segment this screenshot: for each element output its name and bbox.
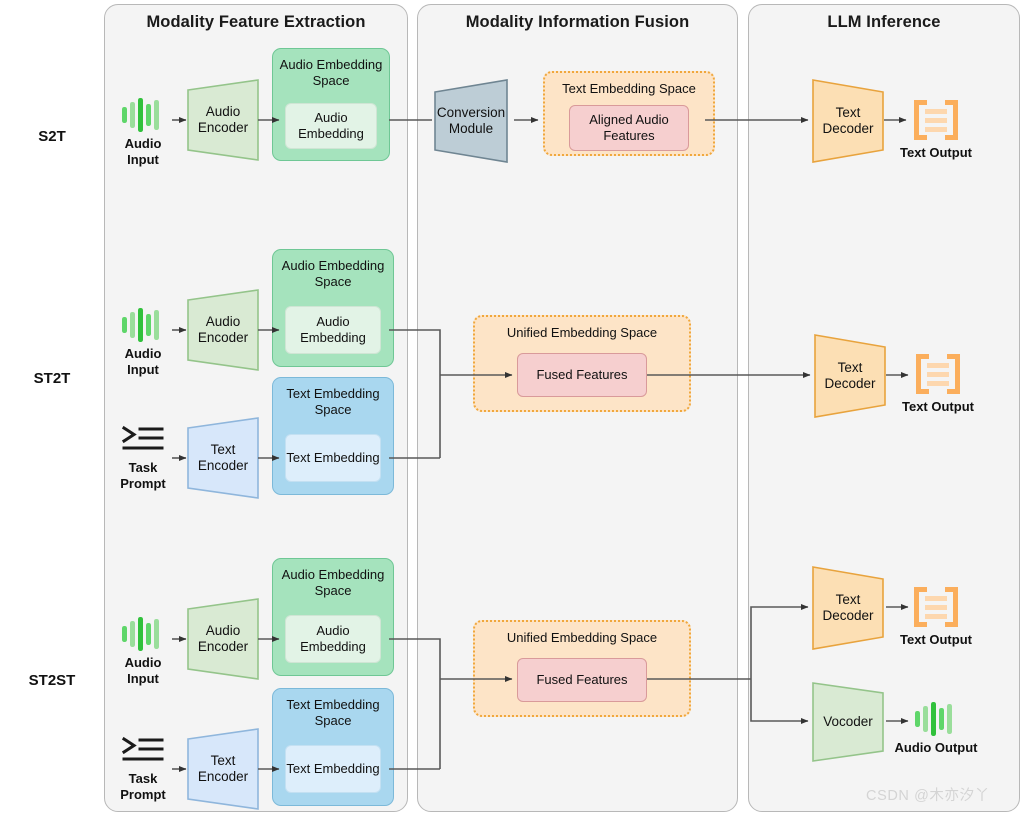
text-embedding-label-st2st: Text Embedding bbox=[286, 761, 380, 777]
text-decoder-s2t[interactable]: Text Decoder bbox=[811, 78, 885, 164]
conversion-module-label: Conversion Module bbox=[436, 104, 506, 136]
task-prompt-icon-group-st2t: Task Prompt bbox=[112, 424, 174, 491]
trapezoid-shape bbox=[187, 417, 259, 499]
text-encoder-st2st[interactable]: Text Encoder bbox=[186, 727, 260, 811]
text-output-label-st2st: Text Output bbox=[900, 632, 972, 647]
row-label-s2t: S2T bbox=[38, 128, 66, 145]
trapezoid-shape bbox=[187, 728, 259, 810]
row-label-st2st: ST2ST bbox=[28, 672, 76, 689]
audio-encoder-label-s2t: Audio Encoder bbox=[197, 103, 249, 135]
task-prompt-icon-group-st2st: Task Prompt bbox=[112, 735, 174, 802]
audio-embedding-space-title-st2t: Audio Embedding Space bbox=[281, 258, 385, 289]
text-encoder-st2t[interactable]: Text Encoder bbox=[186, 416, 260, 500]
audio-encoder-s2t[interactable]: Audio Encoder bbox=[186, 78, 260, 162]
task-prompt-label-st2st: Task Prompt bbox=[120, 771, 166, 802]
watermark: CSDN @木亦汐丫 bbox=[866, 788, 990, 804]
fused-features-box-st2t[interactable]: Fused Features bbox=[517, 353, 647, 397]
aligned-audio-features-label: Aligned Audio Features bbox=[589, 112, 669, 143]
audio-embedding-space-st2st: Audio Embedding Space Audio Embedding bbox=[272, 558, 394, 676]
text-output-icon-group-s2t: Text Output bbox=[892, 99, 980, 161]
text-embedding-space-title-s2t: Text Embedding Space bbox=[562, 81, 696, 96]
audio-waveform-icon bbox=[122, 98, 159, 132]
audio-embedding-box-st2t[interactable]: Audio Embedding bbox=[285, 306, 381, 354]
trapezoid-shape bbox=[187, 598, 259, 680]
panel-title-information-fusion: Modality Information Fusion bbox=[465, 13, 690, 31]
text-document-icon bbox=[916, 354, 960, 394]
audio-input-label-st2st: Audio Input bbox=[124, 655, 162, 686]
task-prompt-label-st2t: Task Prompt bbox=[120, 460, 166, 491]
text-embedding-box-st2t[interactable]: Text Embedding bbox=[285, 434, 381, 482]
audio-output-icon-group-st2st: Audio Output bbox=[892, 702, 980, 756]
fused-features-label-st2t: Fused Features bbox=[536, 367, 628, 383]
text-embedding-box-st2st[interactable]: Text Embedding bbox=[285, 745, 381, 793]
trapezoid-shape bbox=[187, 79, 259, 161]
audio-embedding-space-title-s2t: Audio Embedding Space bbox=[279, 57, 383, 88]
text-document-icon bbox=[914, 587, 958, 627]
text-embedding-space-title-st2st: Text Embedding Space bbox=[286, 697, 380, 728]
row-label-st2t: ST2T bbox=[33, 370, 71, 387]
text-decoder-label-st2st: Text Decoder bbox=[822, 591, 874, 623]
fused-features-label-st2st: Fused Features bbox=[536, 672, 628, 688]
text-output-label-st2t: Text Output bbox=[902, 399, 974, 414]
audio-embedding-box-s2t[interactable]: Audio Embedding bbox=[285, 103, 377, 149]
audio-encoder-st2t[interactable]: Audio Encoder bbox=[186, 288, 260, 372]
audio-embedding-space-st2t: Audio Embedding Space Audio Embedding bbox=[272, 249, 394, 367]
fused-features-box-st2st[interactable]: Fused Features bbox=[517, 658, 647, 702]
trapezoid-shape bbox=[812, 682, 884, 762]
trapezoid-shape bbox=[434, 79, 508, 163]
text-output-icon-group-st2t: Text Output bbox=[894, 353, 982, 415]
text-decoder-label-st2t: Text Decoder bbox=[824, 359, 876, 391]
trapezoid-shape bbox=[187, 289, 259, 371]
text-encoder-label-st2t: Text Encoder bbox=[197, 441, 249, 473]
text-encoder-label-st2st: Text Encoder bbox=[197, 752, 249, 784]
text-decoder-label-s2t: Text Decoder bbox=[822, 104, 874, 136]
text-decoder-st2t[interactable]: Text Decoder bbox=[813, 333, 887, 419]
text-embedding-space-title-st2t: Text Embedding Space bbox=[286, 386, 380, 417]
unified-embedding-space-st2t: Unified Embedding Space Fused Features bbox=[473, 315, 691, 412]
audio-embedding-space-title-st2st: Audio Embedding Space bbox=[281, 567, 385, 598]
audio-input-icon-group-st2t: Audio Input bbox=[112, 308, 174, 377]
text-embedding-label-st2t: Text Embedding bbox=[286, 450, 380, 466]
audio-input-icon-group-s2t: Audio Input bbox=[112, 98, 174, 167]
panel-title-feature-extraction: Modality Feature Extraction bbox=[146, 13, 366, 31]
task-prompt-icon bbox=[121, 736, 164, 761]
unified-embedding-space-st2st: Unified Embedding Space Fused Features bbox=[473, 620, 691, 717]
text-output-label-s2t: Text Output bbox=[900, 145, 972, 160]
vocoder-st2st[interactable]: Vocoder bbox=[811, 681, 885, 763]
trapezoid-shape bbox=[812, 566, 884, 650]
audio-embedding-label-st2t: Audio Embedding bbox=[300, 314, 366, 345]
trapezoid-shape bbox=[812, 79, 884, 163]
text-output-icon-group-st2st: Text Output bbox=[892, 586, 980, 648]
audio-embedding-label-s2t: Audio Embedding bbox=[298, 110, 364, 141]
audio-input-label-st2t: Audio Input bbox=[124, 346, 162, 377]
conversion-module[interactable]: Conversion Module bbox=[433, 78, 509, 164]
aligned-audio-features-box[interactable]: Aligned Audio Features bbox=[569, 105, 689, 151]
unified-embedding-space-title-st2st: Unified Embedding Space bbox=[506, 630, 658, 645]
audio-input-label-s2t: Audio Input bbox=[124, 136, 162, 167]
text-embedding-space-st2st: Text Embedding Space Text Embedding bbox=[272, 688, 394, 806]
text-document-icon bbox=[914, 100, 958, 140]
audio-embedding-space-s2t: Audio Embedding Space Audio Embedding bbox=[272, 48, 390, 161]
audio-embedding-box-st2st[interactable]: Audio Embedding bbox=[285, 615, 381, 663]
task-prompt-icon bbox=[121, 425, 164, 450]
text-embedding-space-st2t: Text Embedding Space Text Embedding bbox=[272, 377, 394, 495]
trapezoid-shape bbox=[814, 334, 886, 418]
audio-waveform-icon bbox=[122, 308, 159, 342]
audio-waveform-icon bbox=[915, 702, 952, 736]
panel-title-llm-inference: LLM Inference bbox=[827, 13, 941, 31]
audio-encoder-st2st[interactable]: Audio Encoder bbox=[186, 597, 260, 681]
audio-output-label-st2st: Audio Output bbox=[894, 740, 978, 755]
audio-embedding-label-st2st: Audio Embedding bbox=[300, 623, 366, 654]
unified-embedding-space-title-st2t: Unified Embedding Space bbox=[506, 325, 658, 340]
audio-input-icon-group-st2st: Audio Input bbox=[112, 617, 174, 686]
audio-encoder-label-st2t: Audio Encoder bbox=[197, 313, 249, 345]
audio-waveform-icon bbox=[122, 617, 159, 651]
text-embedding-space-s2t: Text Embedding Space Aligned Audio Featu… bbox=[543, 71, 715, 156]
vocoder-label-st2st: Vocoder bbox=[823, 713, 873, 729]
audio-encoder-label-st2st: Audio Encoder bbox=[197, 622, 249, 654]
text-decoder-st2st[interactable]: Text Decoder bbox=[811, 565, 885, 651]
